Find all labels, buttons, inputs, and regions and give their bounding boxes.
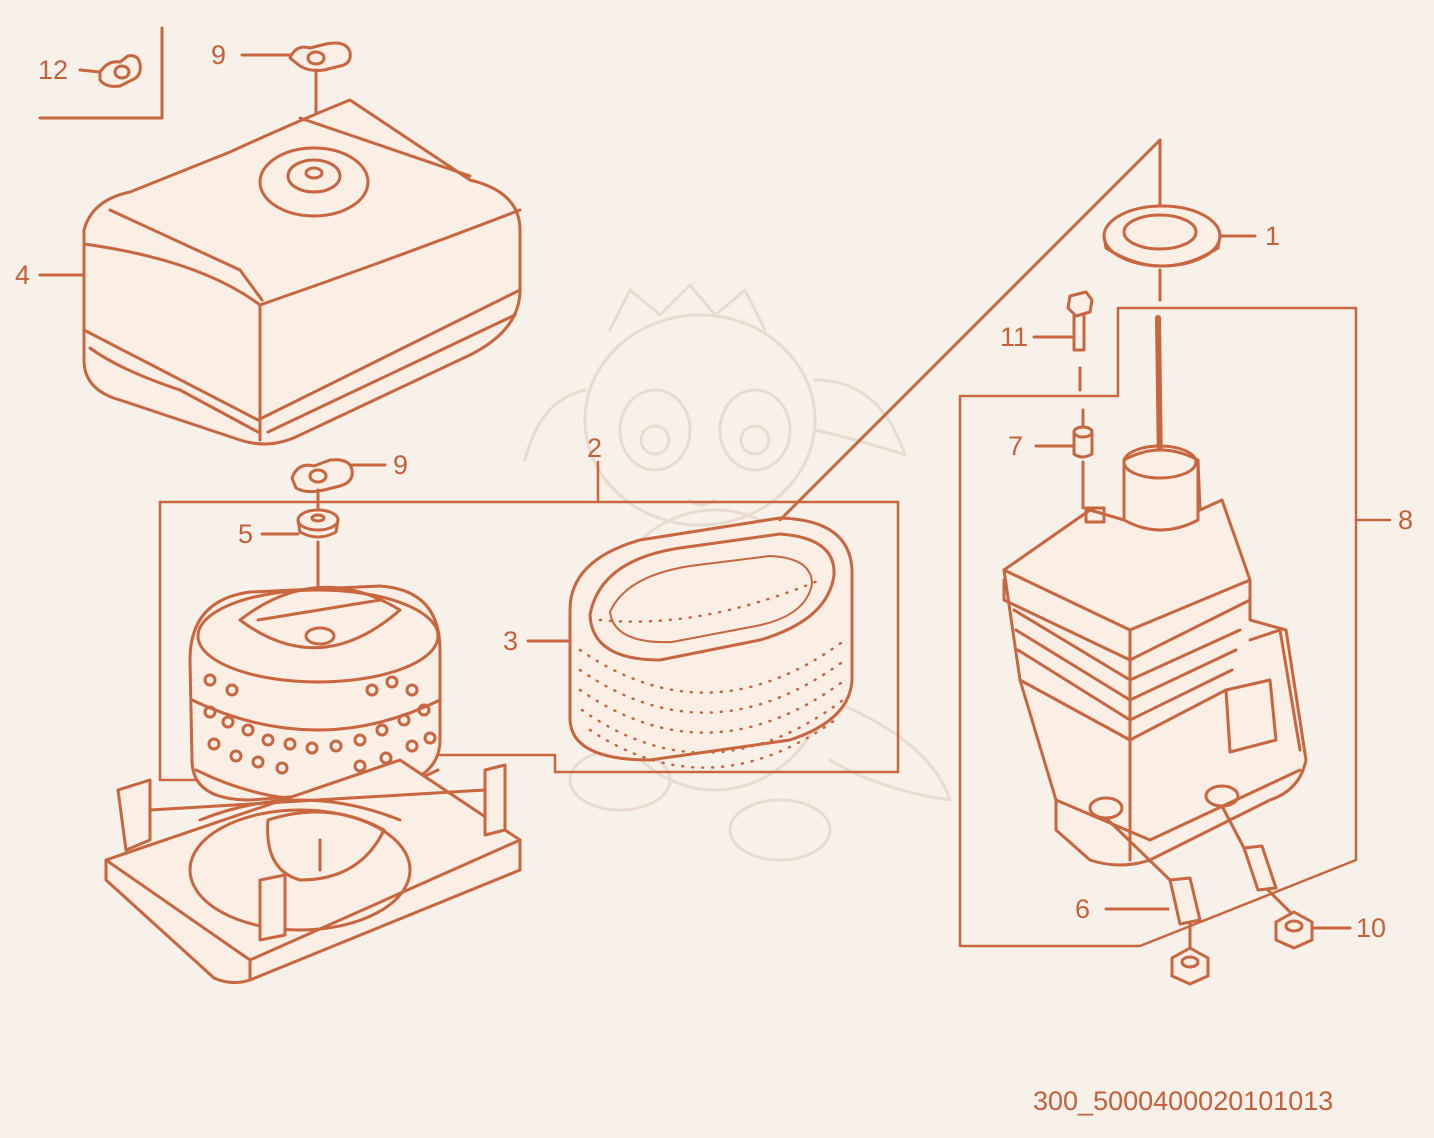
callout-1: 1: [1265, 221, 1281, 251]
callout-5: 5: [238, 519, 254, 549]
callout-4: 4: [15, 260, 31, 290]
flange-nuts-10-icon: [1170, 888, 1314, 986]
wing-nut-top-icon: [288, 41, 352, 72]
callout-11: 11: [1000, 322, 1029, 352]
assembly-bracket-2: [158, 460, 900, 782]
grommet-5-icon: [296, 508, 340, 539]
elbow-body-icon: [1002, 315, 1308, 867]
foam-texture: [578, 578, 847, 769]
callout-3: 3: [503, 626, 519, 656]
callout-9-top: 9: [211, 40, 227, 70]
callout-8: 8: [1398, 505, 1414, 535]
callout-12: 12: [38, 55, 69, 85]
foam-element-icon: [568, 516, 854, 769]
collar-7-icon: [1072, 425, 1094, 459]
callout-9-mid: 9: [393, 450, 409, 480]
wing-nut-12-icon: [98, 54, 142, 88]
wing-nut-mid-icon: [290, 458, 354, 494]
leader-12: [78, 68, 102, 74]
inset-frame: [38, 26, 164, 120]
assembly-bracket-8: [958, 306, 1392, 948]
diagram-code: 300_5000400020101013: [1033, 1086, 1334, 1116]
callout-10: 10: [1356, 913, 1387, 943]
air-cleaner-cover-icon: [82, 98, 522, 446]
packing-1-icon: [1102, 204, 1222, 268]
leader-foam-to-8: [778, 138, 1162, 522]
stud-bolts-6-icon: [1104, 804, 1278, 926]
callout-7: 7: [1008, 431, 1024, 461]
bolt-11-icon: [1066, 290, 1094, 352]
callout-2: 2: [587, 433, 603, 463]
air-cleaner-case-icon: [104, 758, 522, 985]
callout-6: 6: [1075, 894, 1091, 924]
